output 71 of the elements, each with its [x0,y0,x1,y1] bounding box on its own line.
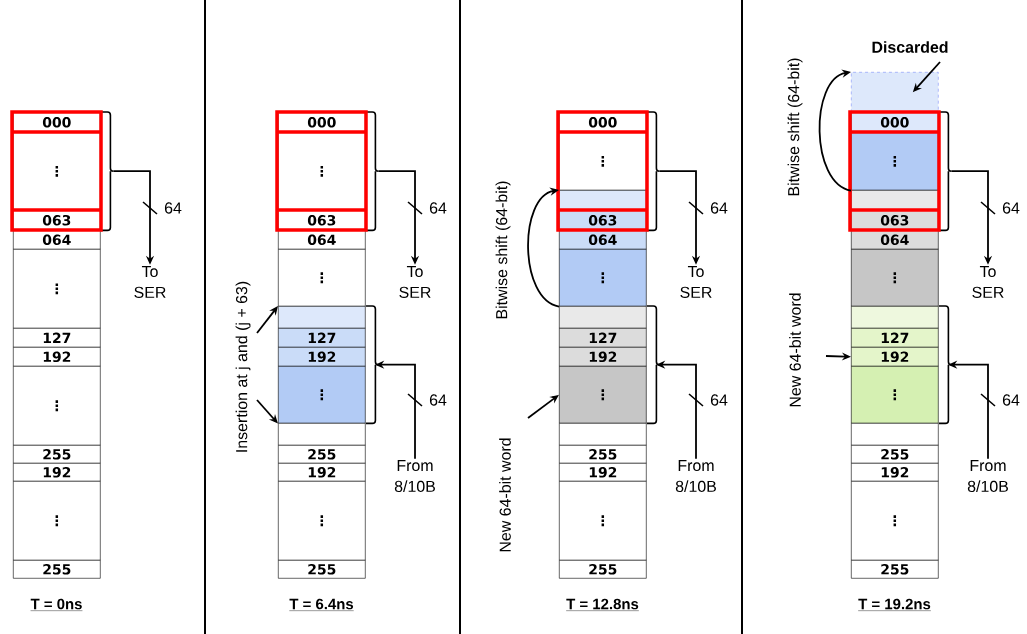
port-label: From 8/10B [394,459,435,492]
edge-label: 64 [710,202,728,214]
memory-cell: ⋮ [851,132,939,191]
memory-cell: 127 [559,328,647,348]
memory-cell: ⋮ [559,249,647,307]
memory-cell [559,423,647,446]
port-label: From 8/10B [675,459,716,492]
memory-cell: ⋮ [851,366,939,424]
shift-arrow [527,187,560,308]
time-label: T = 12.8ns [565,598,640,611]
edge-label: Bitwise shift (64-bit) [787,58,803,196]
curly-bracket [365,111,380,232]
time-label: T = 0ns [30,598,83,611]
annotation-text: New 64-bit word [789,293,801,407]
time-label: T = 6.4ns [289,598,354,611]
memory-cell: 064 [851,230,939,250]
edge-label: 64 [710,394,728,406]
memory-cell: 192 [559,463,647,482]
memory-cell: ⋮ [559,366,647,424]
memory-cell [851,423,939,446]
port-label: To SER [972,265,1004,298]
memory-cell: 192 [13,347,101,367]
annotation-text: Discarded [872,41,948,53]
memory-cell: 192 [278,463,366,482]
port-label: From 8/10B [967,459,1008,492]
memory-cell: 064 [13,230,101,250]
edge-label: 64 [429,202,447,214]
shift-arrow [818,69,852,192]
curly-bracket [938,111,953,232]
curly-bracket [646,305,661,425]
memory-cell: 192 [559,347,647,367]
port-label: To SER [134,265,166,298]
curly-bracket [365,305,380,425]
memory-cell: 064 [278,230,366,250]
memory-cell: 255 [559,445,647,464]
memory-cell: 192 [851,463,939,482]
curly-bracket [938,305,953,425]
memory-cell [278,306,366,329]
edge-label: 64 [164,202,182,214]
memory-cell: 064 [559,230,647,250]
pointer-arrow [256,306,278,334]
curly-bracket [100,111,115,232]
time-label: T = 19.2ns [857,598,932,611]
memory-cell: 255 [278,560,366,579]
annotation-text: Insertion at j and (j + 63) [235,281,251,452]
edge-label: 64 [429,394,447,406]
port-label: To SER [680,265,712,298]
memory-cell: 127 [13,328,101,348]
port-label: To SER [399,265,431,298]
memory-cell: 192 [851,347,939,367]
memory-cell: 127 [278,328,366,348]
memory-cell: ⋮ [278,366,366,424]
memory-cell: 127 [851,328,939,348]
edge-label: 64 [1002,202,1020,214]
edge-label: 64 [1002,394,1020,406]
memory-cell: 255 [278,445,366,464]
memory-cell [851,72,939,113]
memory-cell: ⋮ [851,249,939,307]
memory-cell: 255 [13,445,101,464]
memory-cell: 255 [559,560,647,579]
memory-cell: 255 [851,445,939,464]
memory-cell: 255 [13,560,101,579]
memory-cell: 192 [13,463,101,482]
memory-cell [559,306,647,329]
memory-cell [278,423,366,446]
curly-bracket [646,111,661,232]
memory-cell: 255 [851,560,939,579]
annotation-text: New 64-bit word [499,438,511,552]
memory-cell: 192 [278,347,366,367]
edge-label: Bitwise shift (64-bit) [495,181,511,319]
memory-cell [851,306,939,329]
